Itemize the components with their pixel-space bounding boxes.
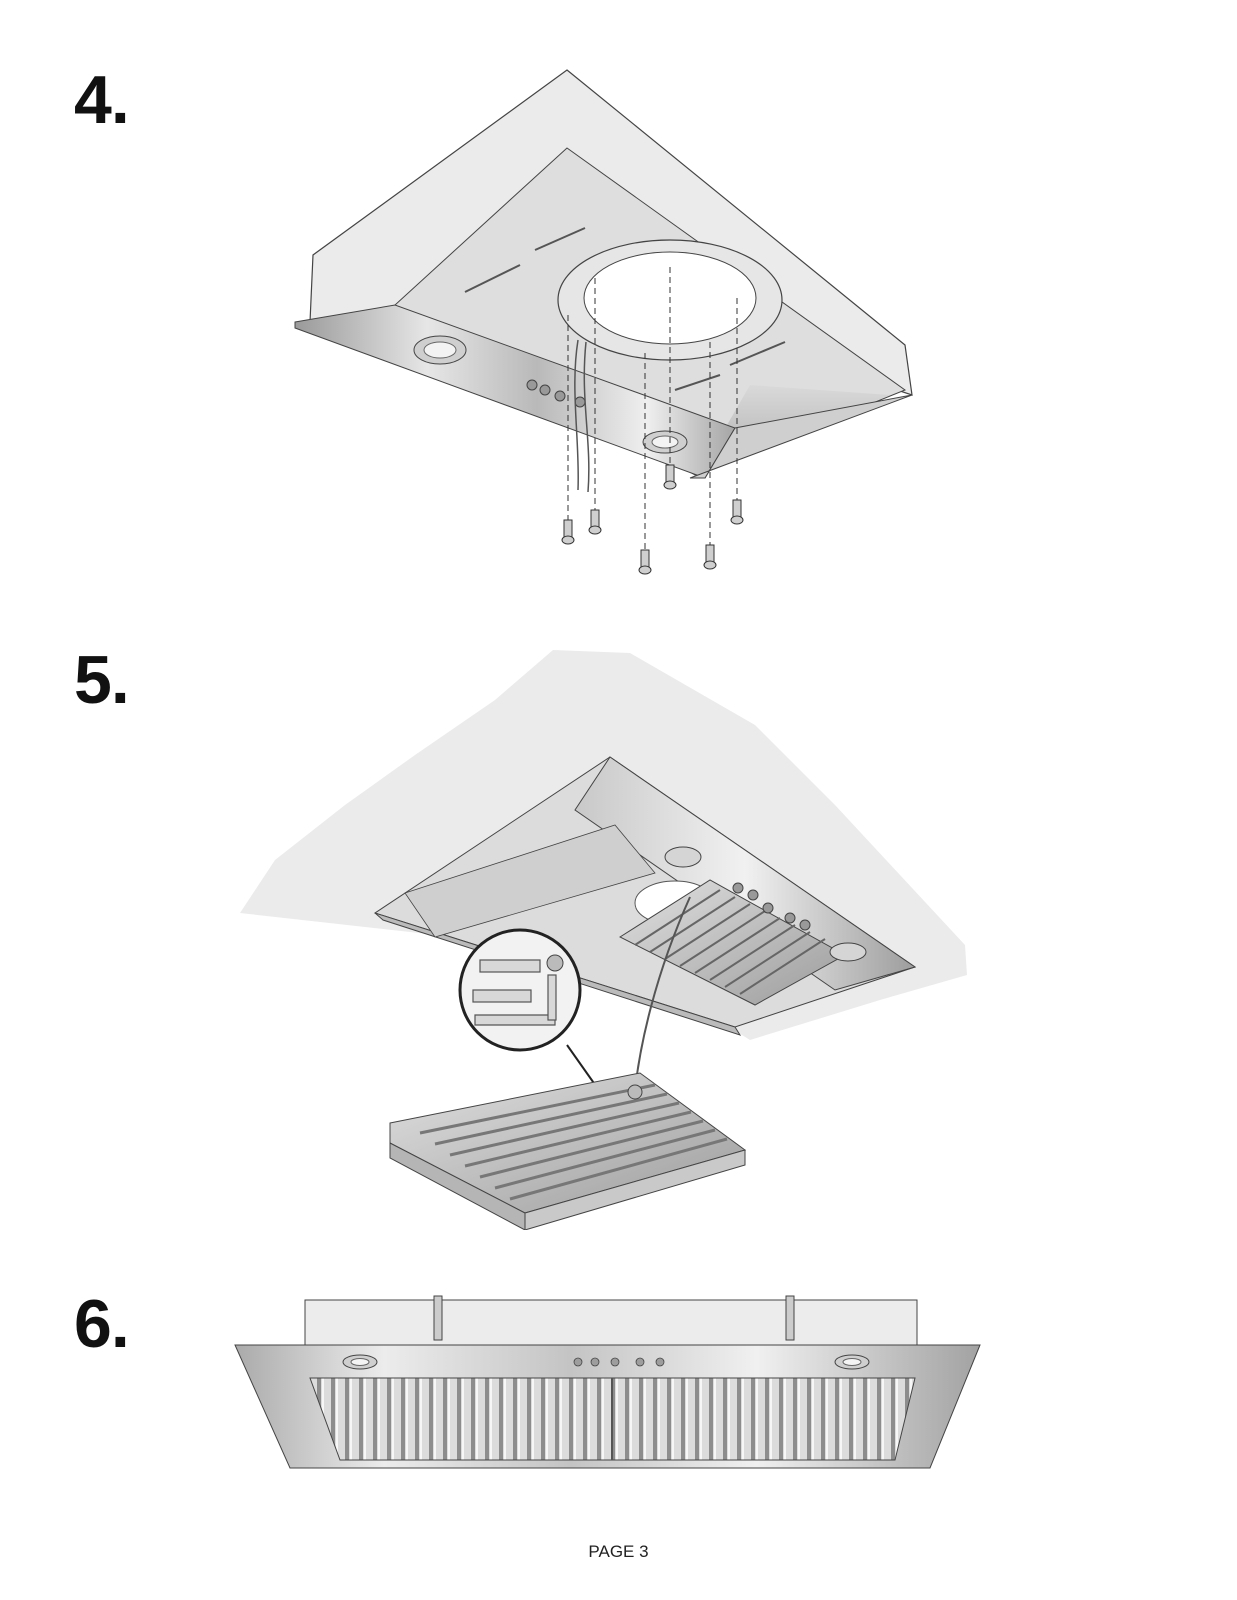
figure-step-5-filter-removal [235, 645, 980, 1230]
screw [706, 545, 714, 563]
screw [564, 520, 572, 538]
step-number-6: 6. [74, 1290, 129, 1358]
figure-step-4-hood-underside [280, 60, 940, 595]
screw [733, 500, 741, 518]
bracket-left [434, 1296, 442, 1340]
screw [591, 510, 599, 528]
light-top [665, 847, 701, 867]
bracket-right [786, 1296, 794, 1340]
screw [641, 550, 649, 568]
hood-top-box [305, 1300, 917, 1352]
page-number: PAGE 3 [0, 1542, 1237, 1562]
screw [666, 465, 674, 483]
step-number-5: 5. [74, 646, 129, 714]
light-bottom [830, 943, 866, 961]
step-number-4: 4. [74, 66, 129, 134]
figure-step-6-hood-front [230, 1290, 990, 1475]
